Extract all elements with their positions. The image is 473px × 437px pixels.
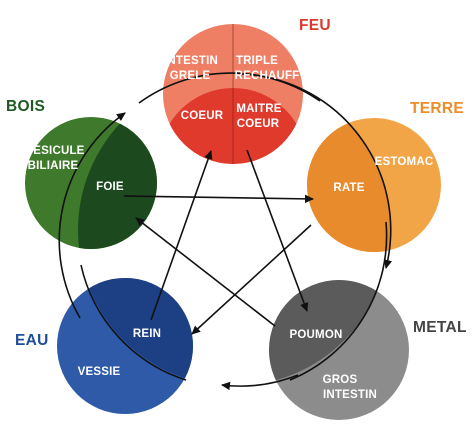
element-label-eau: EAU bbox=[15, 332, 49, 349]
element-label-feu: FEU bbox=[299, 17, 331, 34]
star-arrow-rein-coeur bbox=[150, 150, 213, 321]
cycle-arrow-eau-bois bbox=[80, 264, 187, 381]
metal-circle bbox=[269, 280, 409, 420]
organ-label-triple-rechauff-1: TRIPLE bbox=[236, 55, 278, 67]
element-label-metal: METAL bbox=[413, 319, 467, 336]
organ-label-vesicule-biliaire-1: VESICULE bbox=[25, 145, 84, 157]
generating-cycle bbox=[58, 72, 393, 391]
cycle-arrow-bois-feu bbox=[138, 72, 321, 104]
element-label-terre: TERRE bbox=[410, 100, 464, 117]
star-arrow-foie-rate bbox=[123, 194, 314, 204]
organ-label-foie: FOIE bbox=[96, 181, 124, 193]
organ-label-rate: RATE bbox=[333, 182, 364, 194]
organ-label-coeur: COEUR bbox=[181, 110, 224, 122]
organ-label-gros-intestin-1: GROS bbox=[323, 374, 358, 386]
cycle-arrow-terre-metal bbox=[289, 221, 388, 381]
feu-circle bbox=[163, 24, 303, 164]
star-arrow-rate-rein bbox=[191, 224, 312, 335]
star-arrow-coeur-poumon bbox=[246, 149, 309, 312]
element-label-bois: BOIS bbox=[6, 98, 45, 115]
organ-label-vessie: VESSIE bbox=[78, 366, 121, 378]
organ-label-maitre-coeur-2: COEUR bbox=[237, 118, 280, 130]
organ-label-estomac: ESTOMAC bbox=[375, 156, 434, 168]
organ-label-rein: REIN bbox=[133, 328, 161, 340]
star-arrow-poumon-foie bbox=[135, 217, 276, 327]
organ-label-intestin-grele-2: GRELE bbox=[170, 70, 211, 82]
metal-yin-zone bbox=[269, 280, 390, 386]
organ-label-intestin-grele-1: INTESTIN bbox=[164, 55, 218, 67]
organ-label-vesicule-biliaire-2: BILIAIRE bbox=[28, 160, 79, 172]
organ-label-maitre-coeur-1: MAITRE bbox=[236, 103, 281, 115]
organ-label-poumon: POUMON bbox=[290, 329, 343, 341]
organ-label-gros-intestin-2: INTESTIN bbox=[323, 389, 377, 401]
cycle-arrow-feu-terre bbox=[239, 73, 393, 269]
organ-label-triple-rechauff-2: RECHAUFF bbox=[235, 70, 300, 82]
cycle-arrow-metal-eau bbox=[221, 374, 299, 391]
cycle-arrow-eau-bois-head bbox=[58, 112, 126, 319]
controlling-cycle bbox=[123, 149, 314, 335]
